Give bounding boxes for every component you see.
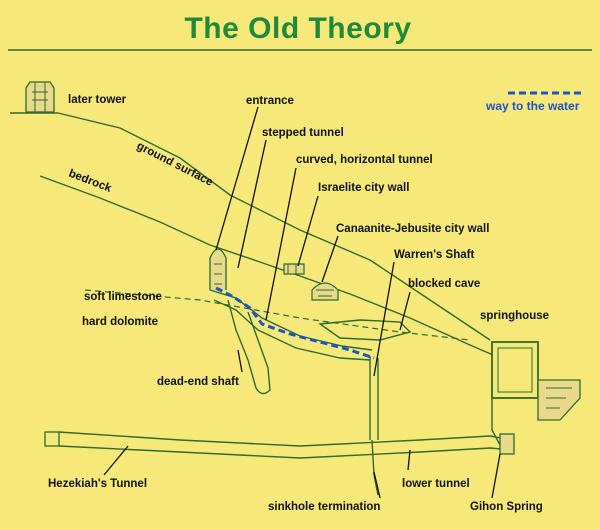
label-dead-end-shaft: dead-end shaft [157, 376, 239, 388]
springhouse-connector [491, 398, 501, 446]
springhouse-icon [491, 341, 581, 421]
label-entrance: entrance [246, 95, 294, 107]
leader-dead-end-shaft [237, 349, 243, 373]
leader-blocked-cave [399, 291, 411, 331]
label-warrens-shaft: Warren's Shaft [394, 249, 474, 261]
leader-canaanite-wall [321, 235, 339, 283]
leader-curved-tunnel [265, 167, 297, 321]
leader-lower-tunnel [407, 449, 411, 471]
entrance-structure [209, 248, 227, 290]
canaanite-wall-icon [311, 282, 339, 301]
rock-boundary-line [84, 289, 471, 341]
leader-hezekiahs-tunnel [103, 445, 129, 476]
dead-end-shaft-outline [227, 299, 271, 395]
warrens-shaft-outline [369, 356, 379, 440]
later-tower-icon [10, 81, 58, 114]
diagram-title: The Old Theory [184, 12, 411, 45]
leader-sinkhole [373, 471, 381, 499]
leader-stepped-tunnel [237, 139, 267, 269]
leader-entrance [215, 106, 259, 251]
label-soft-limestone: soft limestone [84, 291, 162, 303]
bedrock-line [39, 175, 501, 359]
lower-shaft-connector [371, 439, 379, 496]
label-later-tower: later tower [68, 94, 127, 106]
label-stepped-tunnel: stepped tunnel [262, 127, 344, 139]
blocked-cave-outline [318, 319, 412, 341]
label-gihon-spring: Gihon Spring [470, 501, 543, 513]
label-hard-dolomite: hard dolomite [82, 316, 158, 328]
label-springhouse: springhouse [480, 310, 549, 322]
label-curved-tunnel: curved, horizontal tunnel [296, 154, 433, 166]
israelite-wall-icon [283, 263, 305, 275]
hezekiahs-tunnel-outline [44, 431, 515, 459]
leader-israelite-wall [297, 195, 319, 267]
label-lower-tunnel: lower tunnel [402, 478, 470, 490]
leader-warrens-shaft [373, 261, 395, 377]
label-ground-surface: ground surface [135, 140, 215, 189]
leader-gihon-spring [491, 453, 501, 499]
label-canaanite-wall: Canaanite-Jebusite city wall [336, 223, 489, 235]
label-blocked-cave: blocked cave [408, 278, 480, 290]
label-sinkhole-termination: sinkhole termination [268, 501, 380, 513]
water-route [215, 286, 375, 360]
ground-surface-line [57, 112, 491, 341]
label-israelite-wall: Israelite city wall [318, 182, 409, 194]
legend-label: way to the water [485, 99, 580, 113]
label-bedrock: bedrock [67, 168, 114, 195]
label-hezekiahs-tunnel: Hezekiah's Tunnel [48, 478, 147, 490]
